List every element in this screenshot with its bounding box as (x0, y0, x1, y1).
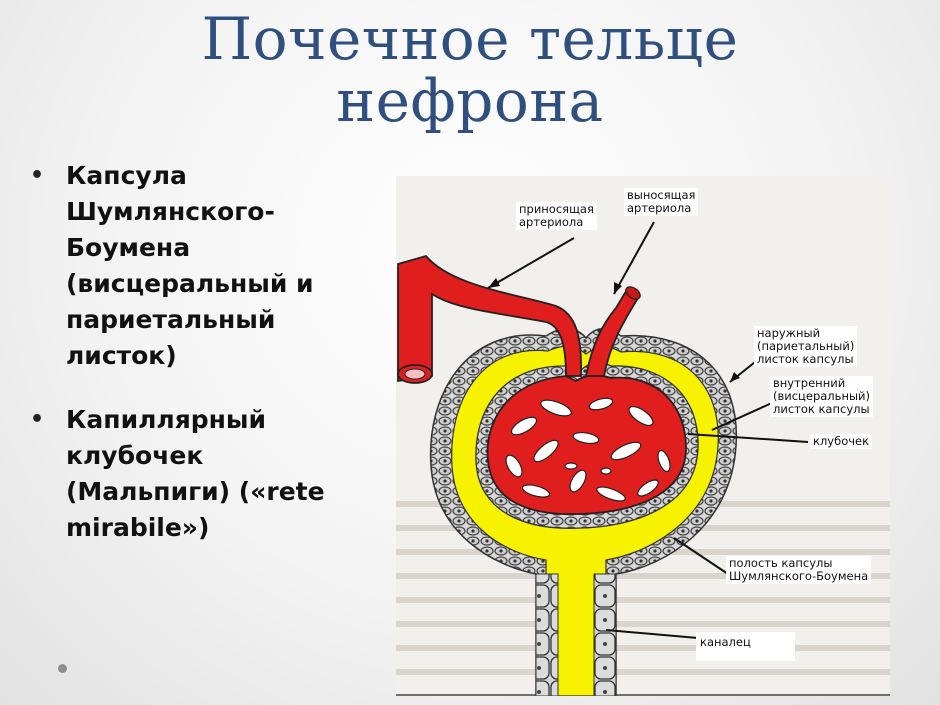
label-inner-layer: внутренний (висцеральный) листок капсулы (770, 376, 873, 417)
bullet-item-capsule: • Капсула Шумлянского-Боумена (висцераль… (22, 158, 352, 374)
label-efferent-arteriole: выносящая артериола (624, 188, 698, 216)
bullet-dot-icon: • (30, 158, 44, 194)
label-capsule-cavity: полость капсулы Шумлянского-Боумена (726, 556, 871, 584)
slide-indicator-dot (58, 664, 67, 673)
label-outer-layer: наружный (париетальный) листок капсулы (754, 326, 857, 367)
renal-corpuscle-figure: приносящая артериола выносящая артериола… (396, 176, 890, 696)
glomerulus (488, 375, 686, 514)
tubule-wall-right (594, 574, 616, 696)
bullet-item-glomerulus: • Капиллярный клубочек (Мальпиги) («rete… (22, 402, 352, 546)
label-tubule: каналец (696, 632, 795, 661)
tubule-wall-left (536, 574, 558, 696)
bullet-dot-icon: • (30, 402, 44, 438)
slide-title-line-2: нефрона (0, 70, 940, 132)
bullet-text-glomerulus: Капиллярный клубочек (Мальпиги) («rete m… (66, 405, 325, 542)
label-afferent-arteriole: приносящая артериола (516, 202, 597, 230)
slide-title-line-1: Почечное тельце (0, 8, 940, 70)
label-glomerulus: клубочек (810, 434, 872, 449)
bullet-text-capsule: Капсула Шумлянского-Боумена (висцеральны… (66, 161, 314, 370)
slide-title: Почечное тельце нефрона (0, 8, 940, 132)
bullet-list: • Капсула Шумлянского-Боумена (висцераль… (22, 158, 352, 574)
